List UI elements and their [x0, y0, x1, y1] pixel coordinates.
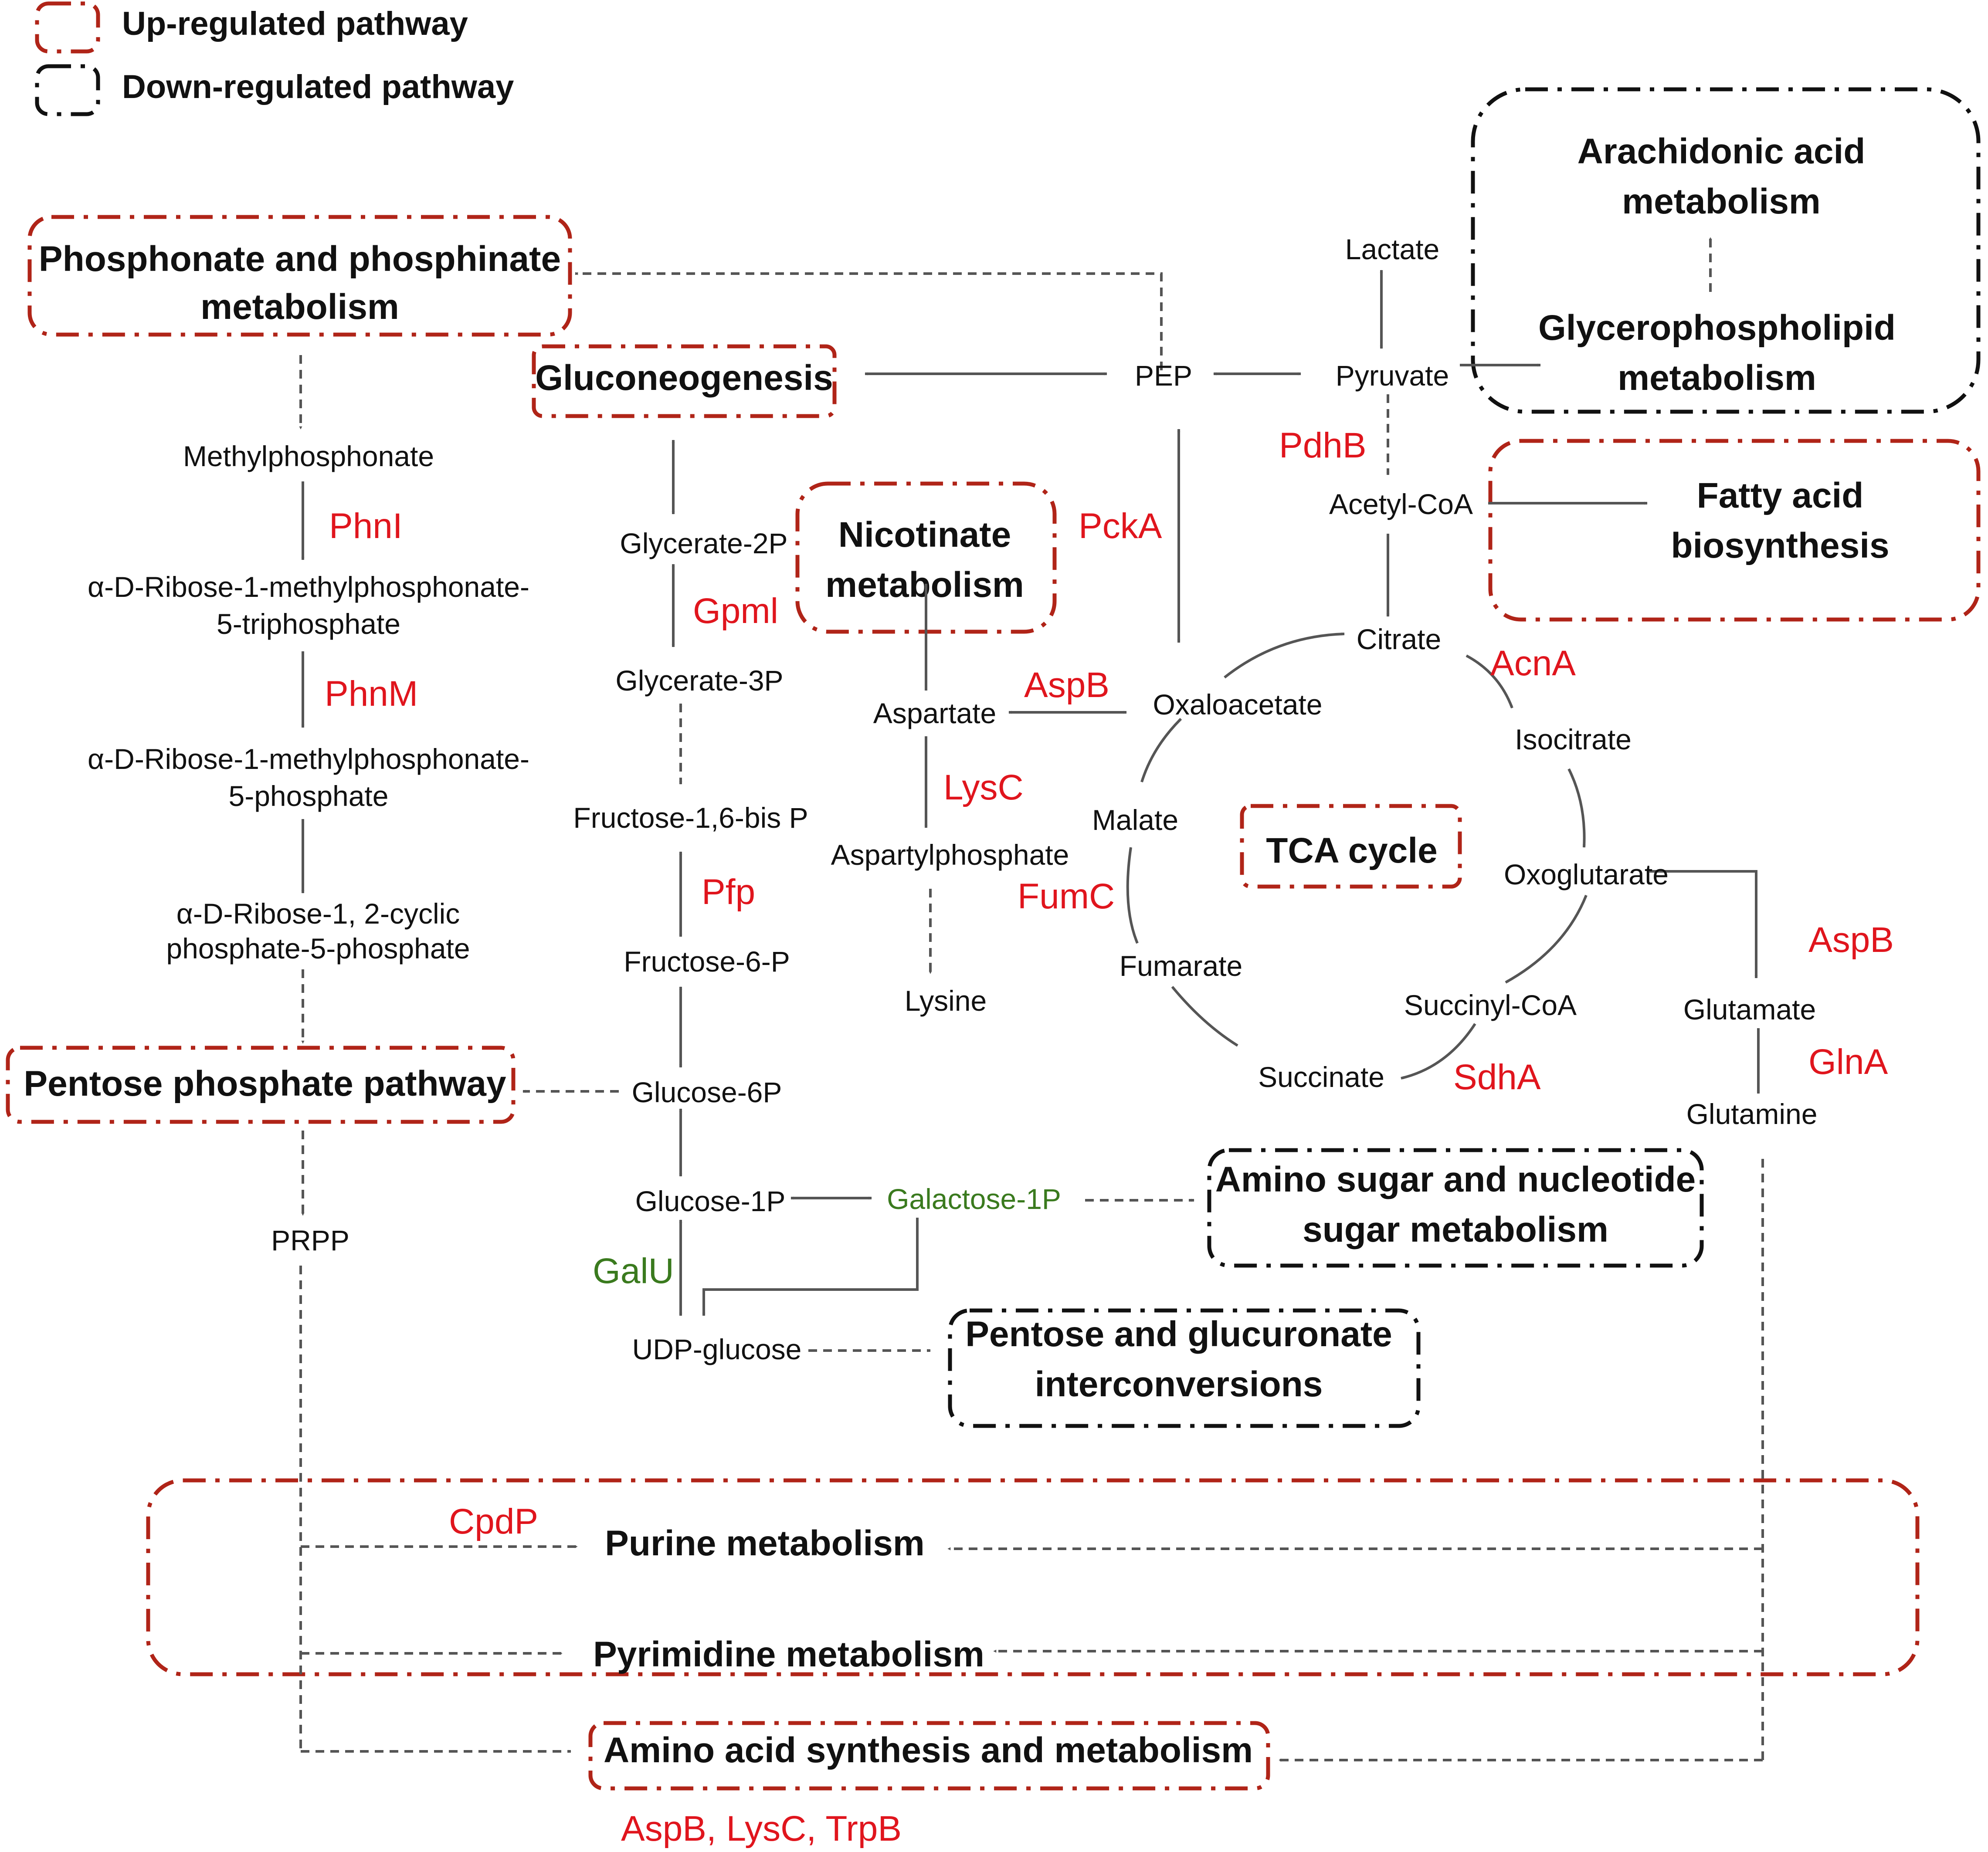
enzyme-galu: GalU — [593, 1251, 674, 1291]
amino-acid-label: Amino acid synthesis and metabolism — [604, 1730, 1253, 1770]
galactose-1p: Galactose-1P — [887, 1183, 1061, 1215]
isocitrate: Isocitrate — [1515, 723, 1632, 755]
arrow-isocitrate-oxoglutarate — [1567, 768, 1586, 848]
fatty-acid-box — [1488, 439, 1981, 622]
connectors — [299, 237, 1764, 1762]
enzyme-pcka: PckA — [1079, 506, 1162, 546]
ribose-phosphate-line-2: 5-phosphate — [229, 780, 389, 812]
glycerate-2p: Glycerate-2P — [620, 527, 787, 559]
glycerate-3p: Glycerate-3P — [615, 664, 783, 697]
legend-down-swatch — [35, 64, 100, 116]
legend-up-label: Up-regulated pathway — [122, 5, 468, 42]
gluconeogenesis-label: Gluconeogenesis — [535, 358, 833, 398]
enzyme-glna: GlnA — [1808, 1042, 1888, 1082]
enzyme-aspb-oaa: AspB — [1024, 665, 1109, 705]
pentose-phosphate-box — [6, 1046, 516, 1124]
ribose-cyclic-line-1: α-D-Ribose-1, 2-cyclic — [176, 897, 460, 930]
phosphonate-box — [27, 215, 572, 337]
legend: Up-regulated pathway Down-regulated path… — [35, 1, 514, 116]
lactate: Lactate — [1345, 233, 1440, 265]
enzyme-acna: AcnA — [1490, 643, 1576, 683]
phosphonate-label-2: metabolism — [200, 287, 399, 327]
amino-sugar-label-1: Amino sugar and nucleotide — [1215, 1160, 1696, 1199]
enzyme-fumc: FumC — [1018, 877, 1115, 916]
arrow-oaa-citrate — [1224, 632, 1345, 679]
fructose-16-bisp: Fructose-1,6-bis P — [573, 802, 808, 834]
tca-box — [1240, 804, 1462, 889]
methylphosphonate: Methylphosphonate — [183, 440, 434, 472]
succinate: Succinate — [1258, 1061, 1384, 1093]
tca-label: TCA cycle — [1266, 831, 1437, 870]
fatty-acid-label-2: biosynthesis — [1671, 526, 1889, 565]
fatty-acid-label-1: Fatty acid — [1697, 476, 1864, 515]
acetyl-coa: Acetyl-CoA — [1329, 488, 1473, 520]
glutamine: Glutamine — [1686, 1098, 1818, 1130]
glycerophospholipid-label-1: Glycerophospholipid — [1538, 308, 1896, 348]
enzyme-lysc: LysC — [943, 768, 1024, 807]
arrow-oxoglutarate-succinylcoa — [1505, 894, 1588, 984]
metabolites: Methylphosphonate α-D-Ribose-1-methylpho… — [88, 233, 1817, 1365]
legend-up-swatch — [35, 1, 100, 54]
arrow-pep-phosphonate — [575, 272, 1163, 370]
nucleotide-box — [146, 1478, 1920, 1676]
pyrimidine-label: Pyrimidine metabolism — [593, 1635, 984, 1674]
enzyme-phni: PhnI — [329, 506, 403, 546]
udp-glucose: UDP-glucose — [632, 1333, 802, 1365]
amino-acid-box — [588, 1721, 1270, 1791]
arrow-fumc — [1126, 847, 1139, 944]
glucose-6p: Glucose-6P — [632, 1076, 782, 1108]
enzyme-aspb-glu: AspB — [1808, 920, 1894, 960]
legend-down-label: Down-regulated pathway — [122, 68, 514, 105]
nicotinate-label-1: Nicotinate — [838, 515, 1011, 555]
citrate: Citrate — [1357, 623, 1441, 655]
glycerophospholipid-label-2: metabolism — [1618, 358, 1816, 398]
ribose-cyclic-line-2: phosphate-5-phosphate — [166, 932, 470, 965]
prpp: PRPP — [271, 1224, 349, 1256]
enzyme-gpml: Gpml — [693, 591, 778, 631]
arrow-acna — [1466, 654, 1513, 709]
gluconeogenesis-box — [532, 344, 837, 418]
arrow-oxoglutarate-glutamate — [1649, 870, 1758, 978]
enzyme-pdhb: PdhB — [1279, 426, 1367, 465]
amino-sugar-box — [1207, 1148, 1704, 1268]
phosphonate-label-1: Phosphonate and phosphinate — [39, 239, 561, 279]
enzyme-cpdp: CpdP — [449, 1502, 538, 1541]
purine-label: Purine metabolism — [605, 1524, 925, 1563]
glucose-1p: Glucose-1P — [635, 1185, 786, 1217]
arrow-succinate-fumarate — [1171, 986, 1238, 1047]
oxaloacetate: Oxaloacetate — [1153, 688, 1323, 721]
aspartate: Aspartate — [873, 697, 997, 729]
fumarate: Fumarate — [1120, 950, 1242, 982]
succinyl-coa: Succinyl-CoA — [1404, 989, 1577, 1021]
enzyme-phnm: PhnM — [325, 674, 418, 714]
enzyme-sdha: SdhA — [1453, 1057, 1541, 1097]
malate: Malate — [1092, 804, 1178, 836]
enzymes-amino-acid: AspB, LysC, TrpB — [621, 1809, 902, 1849]
pentose-phosphate-label: Pentose phosphate pathway — [24, 1064, 506, 1104]
enzyme-pfp: Pfp — [702, 872, 755, 912]
enzymes: PhnI PhnM Gpml Pfp GalU PckA PdhB AcnA A… — [325, 426, 1894, 1849]
lipid-box — [1471, 87, 1981, 414]
oxoglutarate: Oxoglutarate — [1504, 858, 1669, 890]
arachidonic-label-1: Arachidonic acid — [1578, 132, 1866, 171]
ribose-triphosphate-line-2: 5-triphosphate — [217, 608, 400, 640]
aspartylphosphate: Aspartylphosphate — [831, 839, 1069, 871]
ribose-triphosphate-line-1: α-D-Ribose-1-methylphosphonate- — [88, 571, 529, 603]
pep: PEP — [1135, 359, 1192, 392]
arrow-sdha — [1401, 1023, 1476, 1080]
pentose-glucuronate-label-2: interconversions — [1035, 1364, 1323, 1404]
pyruvate: Pyruvate — [1336, 359, 1449, 392]
arachidonic-label-2: metabolism — [1622, 182, 1821, 221]
fructose-6p: Fructose-6-P — [624, 945, 790, 978]
lysine: Lysine — [905, 985, 987, 1017]
arrow-malate-oaa — [1140, 718, 1182, 782]
ribose-phosphate-line-1: α-D-Ribose-1-methylphosphonate- — [88, 743, 529, 775]
glutamate: Glutamate — [1683, 993, 1816, 1026]
pentose-glucuronate-box — [948, 1308, 1421, 1428]
pentose-glucuronate-label-1: Pentose and glucuronate — [965, 1314, 1392, 1354]
amino-sugar-label-2: sugar metabolism — [1303, 1210, 1608, 1249]
arrow-gal1p-udpglucose — [702, 1218, 919, 1316]
